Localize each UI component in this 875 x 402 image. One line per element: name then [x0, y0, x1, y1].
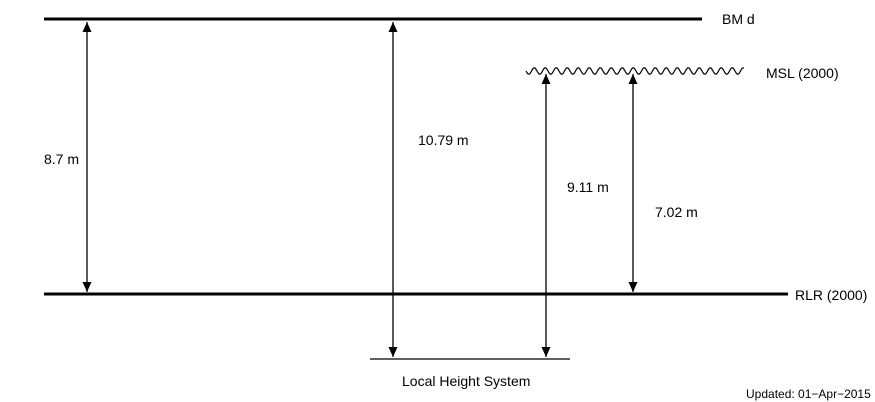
bm-to-rlr-value: 8.7 m	[44, 151, 80, 167]
msl-wave-line	[525, 67, 745, 75]
rlr-datum-label: RLR (2000)	[795, 287, 868, 303]
local-datum-label: Local Height System	[402, 373, 531, 389]
msl-to-local-value: 9.11 m	[567, 179, 609, 195]
bm-to-local-value: 10.79 m	[418, 132, 469, 148]
msl-to-rlr-value: 7.02 m	[655, 204, 698, 220]
bm-datum-label: BM d	[722, 11, 755, 27]
msl-datum-label: MSL (2000)	[766, 65, 839, 81]
updated-date: Updated: 01−Apr−2015	[746, 387, 871, 401]
